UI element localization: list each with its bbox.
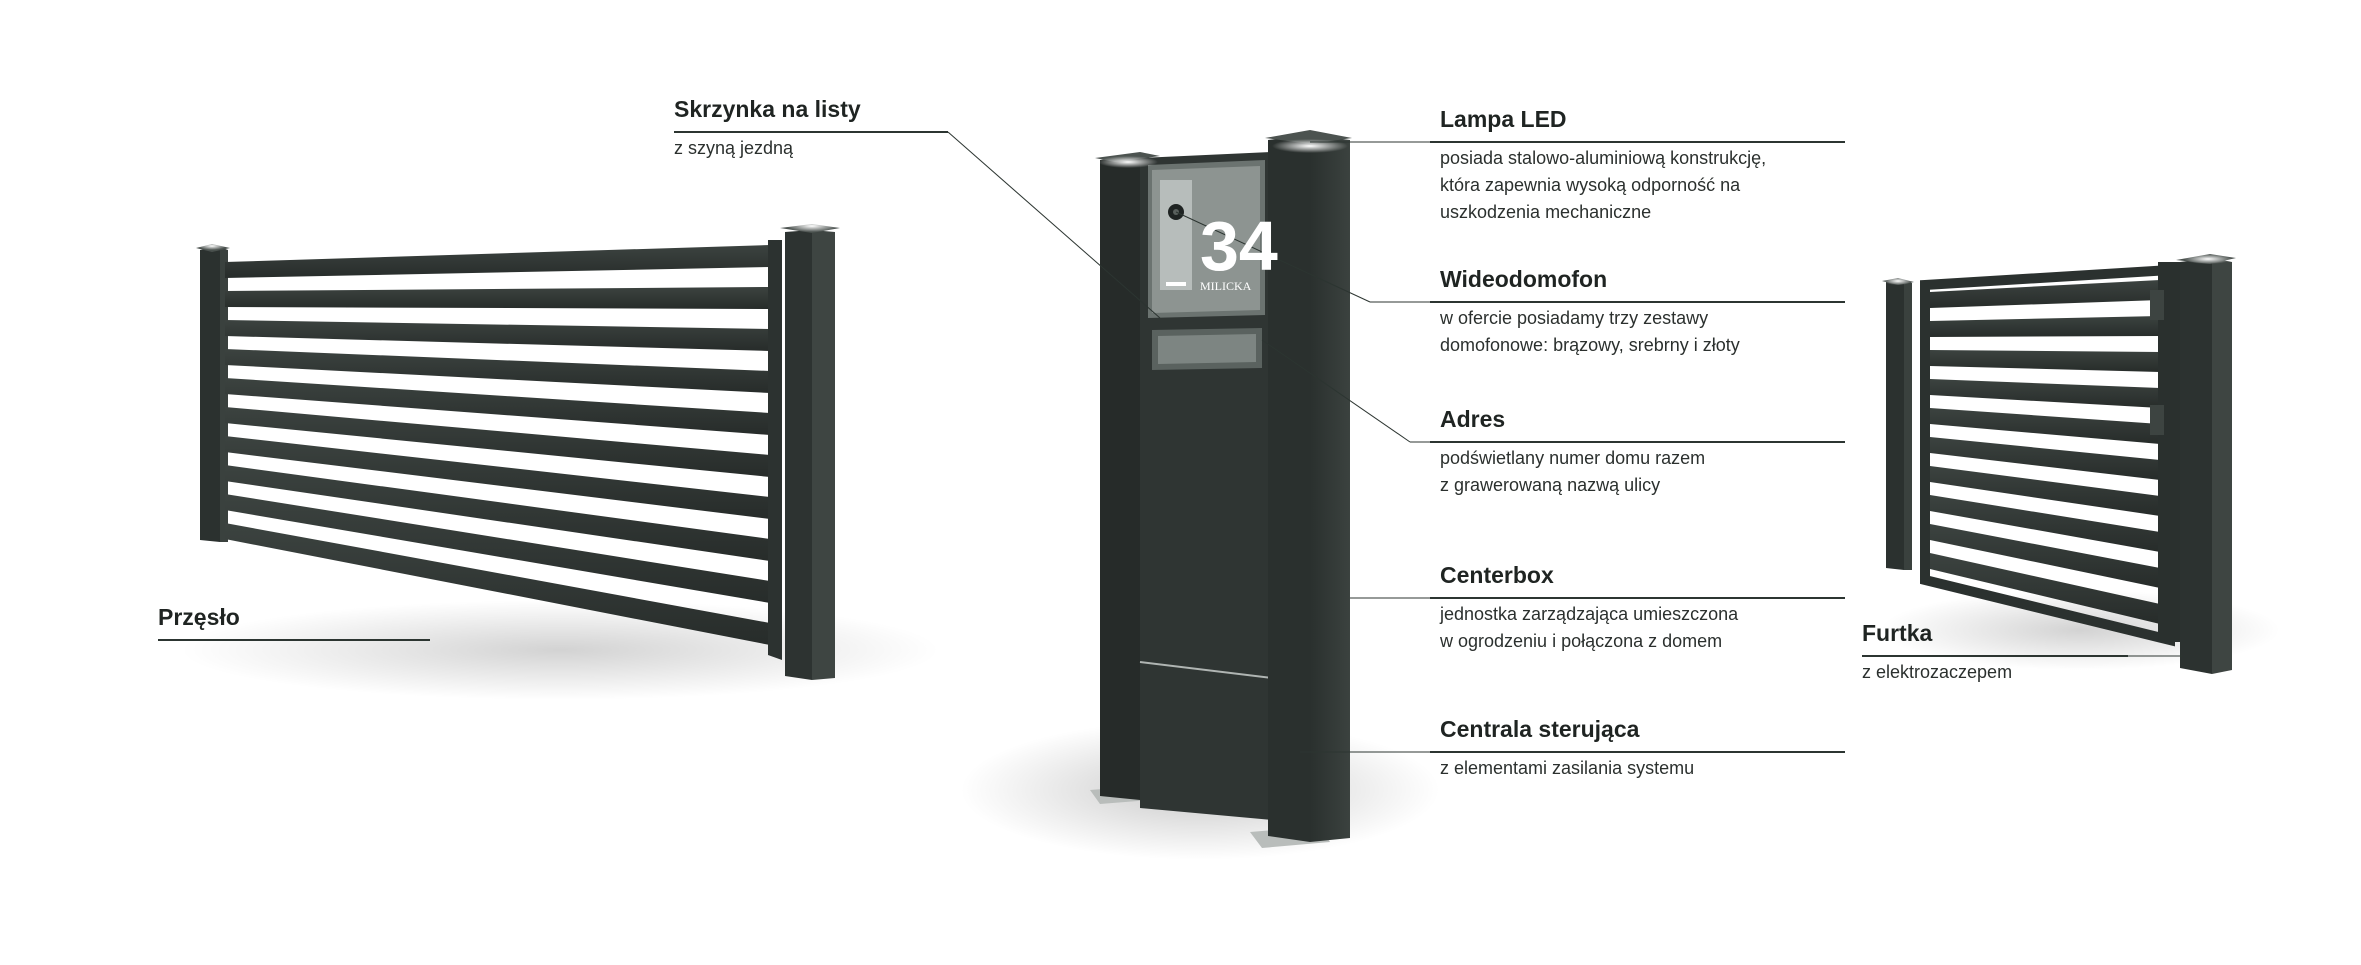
label-title: Lampa LED [1440,106,1567,132]
fence-slat [225,494,770,603]
label-przeslo: Przęsło [158,604,240,631]
gate-slat [1930,379,2160,408]
label-desc: z elektrozaczepem [1862,662,2013,682]
gate-slat [1930,280,2160,308]
gate-slat [1930,437,2160,480]
label-title: Centerbox [1440,562,1554,588]
gate-slat [1930,350,2160,372]
label-desc: w ogrodzeniu i połączona z domem [1440,631,1723,651]
label-desc: w ofercie posiadamy trzy zestawy [1440,308,1709,328]
leader-lines [158,131,2182,753]
fence-slat [225,407,770,477]
label-furtka: Furtka z elektrozaczepem [1862,620,2012,686]
label-centrala: Centrala sterująca z elementami zasilani… [1440,716,1694,782]
label-skrzynka: Skrzynka na listy z szyną jezdną [674,96,861,162]
label-desc: z szyną jezdną [674,138,794,158]
label-title: Przęsło [158,604,240,630]
fence-slat [225,349,770,393]
center-post [960,130,1440,860]
label-desc: uszkodzenia mechaniczne [1440,202,1652,222]
fence-panel [180,220,940,700]
label-desc: z elementami zasilania systemu [1440,758,1695,778]
fence-slat [225,287,770,309]
gate-slat [1930,466,2160,516]
fence-slat [225,523,770,645]
house-number: 34 [1200,207,1278,285]
gate-slat [1930,524,2160,588]
label-title: Furtka [1862,620,1933,646]
label-lampa: Lampa LED posiada stalowo-aluminiową kon… [1440,106,1766,226]
label-desc: domofonowe: brązowy, srebrny i złoty [1440,335,1740,355]
label-desc: jednostka zarządzająca umieszczona [1440,604,1739,624]
label-desc: posiada stalowo-aluminiową konstrukcję, [1440,148,1767,168]
gate-slat [1930,495,2160,552]
label-title: Centrala sterująca [1440,716,1640,742]
fence-slat [225,245,770,278]
fence-slat [225,320,770,351]
street-name: MILICKA [1200,279,1252,293]
gate-slat [1930,316,2160,337]
label-desc: podświetlany numer domu razem [1440,448,1706,468]
fence-slat [225,378,770,435]
label-title: Adres [1440,406,1506,432]
fence-slat [225,465,770,561]
label-desc: z grawerowaną nazwą ulicy [1440,475,1661,495]
fence-slat [225,436,770,519]
label-title: Skrzynka na listy [674,96,861,122]
label-title: Wideodomofon [1440,266,1608,292]
label-wideodomofon: Wideodomofon w ofercie posiadamy trzy ze… [1440,266,1740,359]
gate-slat [1930,408,2160,444]
label-adres: Adres podświetlany numer domu razem z gr… [1440,406,1705,499]
label-desc: która zapewnia wysoką odporność na [1440,175,1741,195]
gate [1880,254,2280,674]
gate-slat [1930,553,2160,624]
label-centerbox: Centerbox jednostka zarządzająca umieszc… [1440,562,1738,655]
